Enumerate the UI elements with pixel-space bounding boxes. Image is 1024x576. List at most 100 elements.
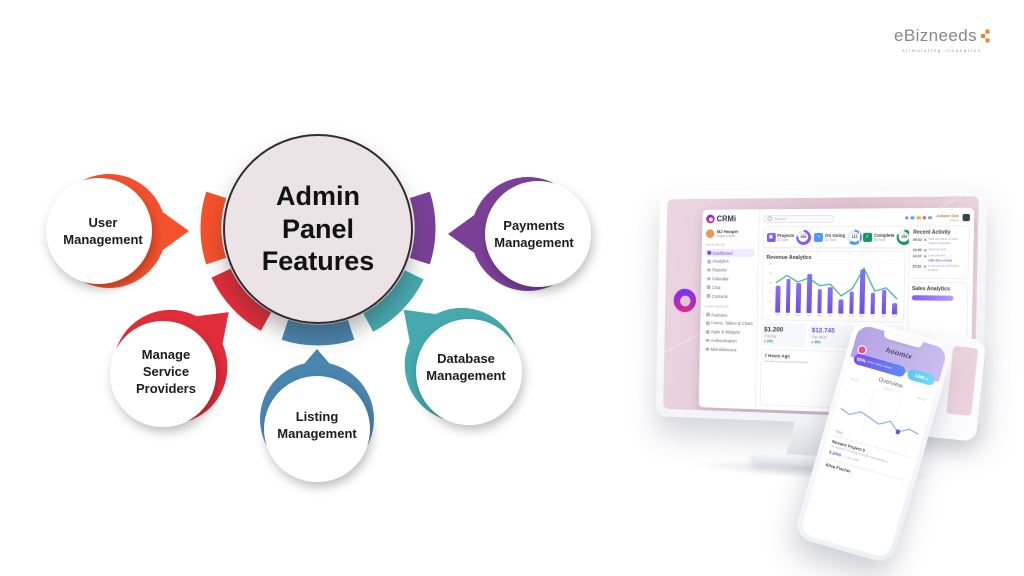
activity-item: 10:00 Vivamus quis <box>912 246 947 252</box>
bell-icon[interactable] <box>904 216 909 220</box>
cart-icon[interactable] <box>916 215 921 220</box>
sidebar-item[interactable]: Contacts <box>705 292 754 301</box>
sidebar-item-icon <box>706 294 710 298</box>
sidebar-item-icon <box>705 321 710 325</box>
arc-listing <box>281 319 355 346</box>
node-payments-circle <box>485 181 591 287</box>
node-database-arrow <box>403 309 448 354</box>
sidebar-item-icon <box>707 251 711 255</box>
node-label-user: User Management <box>63 215 143 247</box>
arc-user <box>200 191 227 265</box>
sidebar-item-icon <box>707 268 711 272</box>
sidebar-item[interactable]: Apps & Widgets <box>704 328 753 337</box>
timeline-dot <box>924 248 927 251</box>
node-user-circle <box>46 178 152 284</box>
sidebar-item[interactable]: Calendar <box>705 275 754 283</box>
sidebar-item-icon <box>706 285 711 290</box>
brand-tagline: stimulating innovation <box>902 48 982 53</box>
arc-payments <box>409 191 436 265</box>
phone-line <box>840 407 919 435</box>
sales-analytics-title: Sales Analytics <box>911 286 951 293</box>
money-card-day: $1.200 This Day ● 18% <box>760 323 806 347</box>
node-providers-arrow <box>184 312 229 356</box>
sidebar-section-components: COMPONENTS <box>704 304 729 309</box>
revenue-trend-line <box>772 263 901 315</box>
timeline-dot <box>924 255 927 258</box>
node-providers-circle <box>110 321 216 427</box>
feature-diagram <box>46 174 591 482</box>
recent-activity-card: Recent Activity 09:42 Sed non litora ut … <box>908 225 970 280</box>
search-input[interactable]: Search <box>763 214 835 223</box>
node-label-payments: Payments Management <box>494 218 574 250</box>
sidebar-item[interactable]: Analytics <box>705 257 754 265</box>
sidebar-item-icon <box>707 259 711 264</box>
crmi-logo-icon <box>706 214 715 224</box>
node-label-listing: Listing Management <box>277 409 357 441</box>
sidebar-item-icon <box>705 330 710 334</box>
sidebar-item-icon <box>706 312 710 317</box>
dashboard-topbar: Search Johann Doe Admin <box>763 212 971 224</box>
arc-database <box>362 269 424 332</box>
topbar-avatar[interactable] <box>962 213 971 222</box>
brand-name: eBizneeds <box>894 26 977 45</box>
sidebar-menu-components: Features Forms, Tables & Charts Apps & W… <box>704 311 753 355</box>
timeline-dot <box>924 238 927 241</box>
sidebar-item[interactable]: Reports <box>705 266 754 274</box>
revenue-title: Revenue Analytics <box>766 254 812 262</box>
revenue-plot <box>772 262 902 315</box>
diagram-center: Admin Panel Features <box>223 134 413 324</box>
brand-chevron-icon <box>981 30 990 43</box>
phone-screen: hoomix 85% OPEN USING PHONE 1289 » Overv… <box>799 323 949 559</box>
node-payments-arrow <box>448 208 484 260</box>
sidebar-item[interactable]: Dashboard <box>705 248 755 258</box>
message-icon[interactable] <box>910 216 915 220</box>
sidebar-item[interactable]: Authentication <box>704 336 753 345</box>
activity-item: 15:52 In leo metus sed lectus tempus <box>912 263 960 272</box>
profile-role: Super Admin <box>716 234 736 239</box>
sidebar-item-icon <box>705 347 709 351</box>
sidebar-item-icon <box>705 338 709 343</box>
node-user-arrow <box>153 205 189 257</box>
grid-icon[interactable] <box>928 215 932 220</box>
brand-logo: eBizneeds stimulating innovation <box>894 26 990 53</box>
sidebar-item[interactable]: Chat <box>705 283 754 292</box>
node-listing-arrow <box>291 349 343 379</box>
profile-avatar <box>705 229 715 239</box>
revenue-line <box>776 268 898 299</box>
sidebar-item[interactable]: Miscellaneous <box>704 345 753 354</box>
sidebar-item[interactable]: Features <box>704 311 753 320</box>
crmi-logo-text: CRMi <box>716 214 737 224</box>
sidebar-profile[interactable]: MJ Hooper Super Admin <box>705 229 755 239</box>
ongoing-icon: ◔ <box>814 232 824 242</box>
timeline-dot <box>923 265 926 269</box>
dashboard-sidebar: CRMi MJ Hooper Super Admin MAIN MENU Das… <box>698 209 760 410</box>
crmi-swirl-logo-icon <box>673 288 697 313</box>
sidebar-item-icon <box>706 276 711 281</box>
sidebar-menu: Dashboard Analytics Reports Calendar <box>705 248 755 301</box>
phone-chart <box>835 381 928 449</box>
phone-line-dot <box>895 429 901 435</box>
complete-icon: ✓ <box>862 232 873 242</box>
phone-mockup: hoomix 85% OPEN USING PHONE 1289 » Overv… <box>793 317 955 565</box>
node-listing-circle <box>264 376 370 482</box>
node-database-circle <box>416 319 522 425</box>
sidebar-section-main: MAIN MENU <box>705 242 726 247</box>
activity-item: 14:37 Cras lobortis USD 415 (+4.5%) <box>912 253 952 263</box>
node-label-providers: Manage Service Providers <box>136 347 196 396</box>
recent-activity-list: 09:42 Sed non litora ut risus aliquet im… <box>912 236 965 273</box>
sales-analytics-bar <box>911 295 954 301</box>
projects-icon: ▣ <box>766 232 776 242</box>
topbar-user[interactable]: Johann Doe Admin <box>936 213 959 222</box>
flag-icon[interactable] <box>922 215 927 220</box>
arc-providers <box>211 268 272 331</box>
diagram-title: Admin Panel Features <box>261 181 375 277</box>
activity-item: 09:42 Sed non litora ut risus aliquet im… <box>912 236 958 245</box>
sidebar-item[interactable]: Forms, Tables & Charts <box>704 319 753 328</box>
node-label-database: Database Management <box>426 351 506 383</box>
